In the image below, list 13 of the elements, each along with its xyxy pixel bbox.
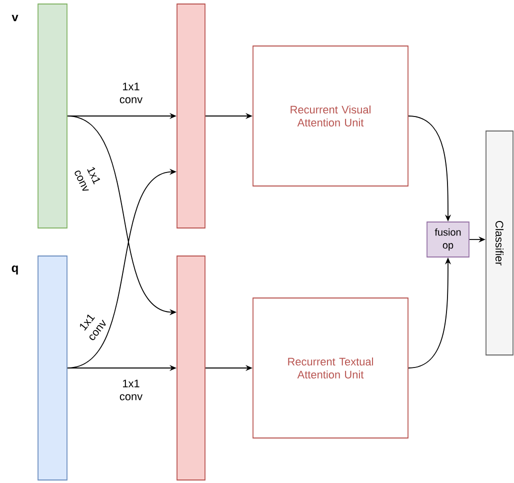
process-box: Recurrent Textual Attention Unit (252, 298, 408, 438)
classifier-bar: Classifier (486, 130, 514, 356)
edge-label: 1x1 conv (113, 82, 149, 104)
feature-bar (38, 256, 68, 480)
fusion-box: fusion op (426, 222, 470, 258)
process-box: Recurrent Visual Attention Unit (252, 46, 408, 186)
feature-bar (38, 4, 68, 228)
feature-bar (176, 4, 206, 228)
side-label: v (12, 14, 18, 22)
edge-label: 1x1 conv (70, 156, 106, 200)
side-label: q (12, 266, 18, 274)
feature-bar (176, 256, 206, 480)
edge-label: 1x1 conv (113, 378, 149, 402)
